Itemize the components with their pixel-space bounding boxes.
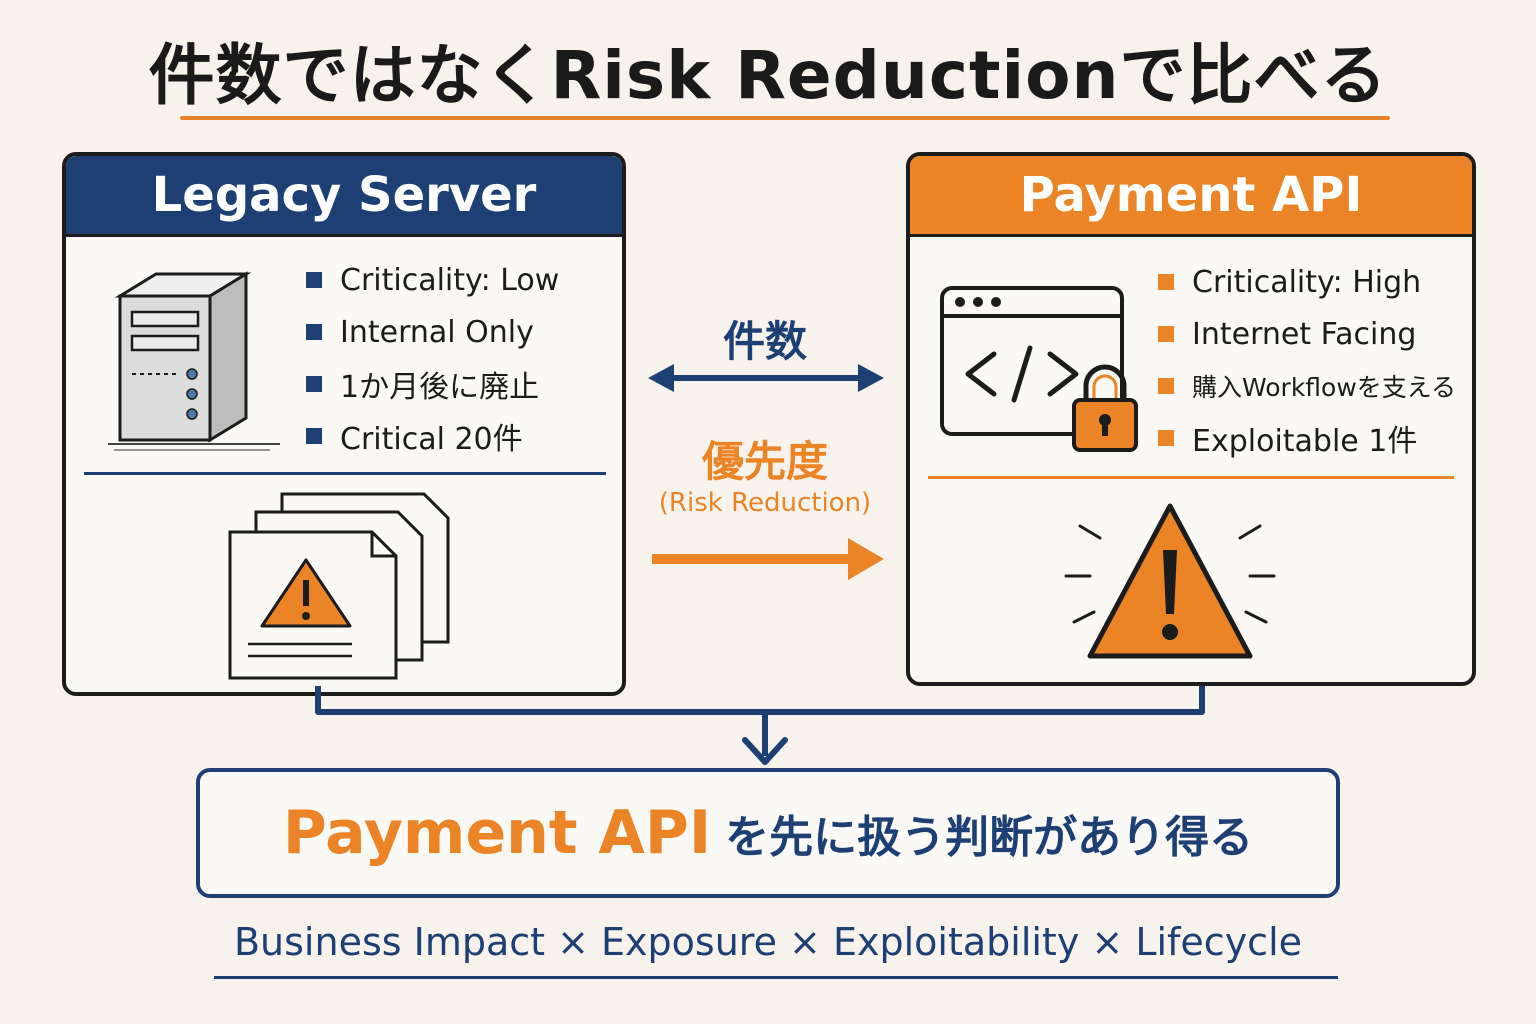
legacy-server-bullets: Criticality: Low Internal Only 1か月後に廃止 C… <box>306 254 559 462</box>
bullet-exposure: Internet Facing <box>1158 308 1456 360</box>
double-arrow-icon <box>646 360 886 400</box>
stacked-warning-documents-icon <box>226 490 456 684</box>
bullet-criticality: Criticality: High <box>1158 256 1456 308</box>
conclusion-emphasis: Payment API <box>282 798 712 868</box>
payment-api-bullets: Criticality: High Internet Facing 購入Work… <box>1158 256 1456 464</box>
merge-connector <box>300 686 1220 774</box>
bullet-vuln-count: Critical 20件 <box>306 410 559 462</box>
bullet-lifecycle: 1か月後に廃止 <box>306 358 559 410</box>
bullet-marker <box>306 324 322 340</box>
conclusion-text: を先に扱う判断があり得る <box>725 812 1254 863</box>
diagram-title: 件数ではなくRisk Reductionで比べる <box>148 37 1388 114</box>
risk-formula: Business Impact × Exposure × Exploitabil… <box>233 920 1303 964</box>
bullet-marker <box>306 376 322 392</box>
bullet-marker <box>1158 274 1174 290</box>
count-label: 件数 <box>722 317 807 366</box>
padlock-icon <box>1070 360 1140 460</box>
priority-sub-label: (Risk Reduction) <box>658 488 872 518</box>
bullet-criticality: Criticality: Low <box>306 254 559 306</box>
priority-label: 優先度 <box>701 437 828 486</box>
payment-api-header: Payment API <box>910 156 1472 237</box>
title-underline <box>180 116 1390 120</box>
bullet-exposure: Internal Only <box>306 306 559 358</box>
code-window-icon <box>938 284 1128 448</box>
payment-api-panel: Payment API Criticality: High Internet F… <box>906 152 1476 686</box>
bullet-exploitable: Exploitable 1件 <box>1158 412 1456 464</box>
conclusion-box: Payment API を先に扱う判断があり得る <box>196 768 1340 898</box>
right-arrow-icon <box>648 534 888 588</box>
warning-triangle-icon <box>1050 496 1290 670</box>
legacy-server-panel: Legacy Server Criticality: Low Internal … <box>62 152 626 696</box>
payment-divider <box>928 476 1454 479</box>
legacy-divider <box>84 472 606 475</box>
bullet-marker <box>1158 378 1174 394</box>
legacy-server-header: Legacy Server <box>66 156 622 237</box>
bullet-marker <box>306 272 322 288</box>
bullet-marker <box>1158 430 1174 446</box>
bullet-marker <box>306 428 322 444</box>
server-icon <box>100 256 290 460</box>
bullet-marker <box>1158 326 1174 342</box>
formula-underline <box>214 976 1338 979</box>
bullet-business: 購入Workflowを支える <box>1158 360 1456 412</box>
